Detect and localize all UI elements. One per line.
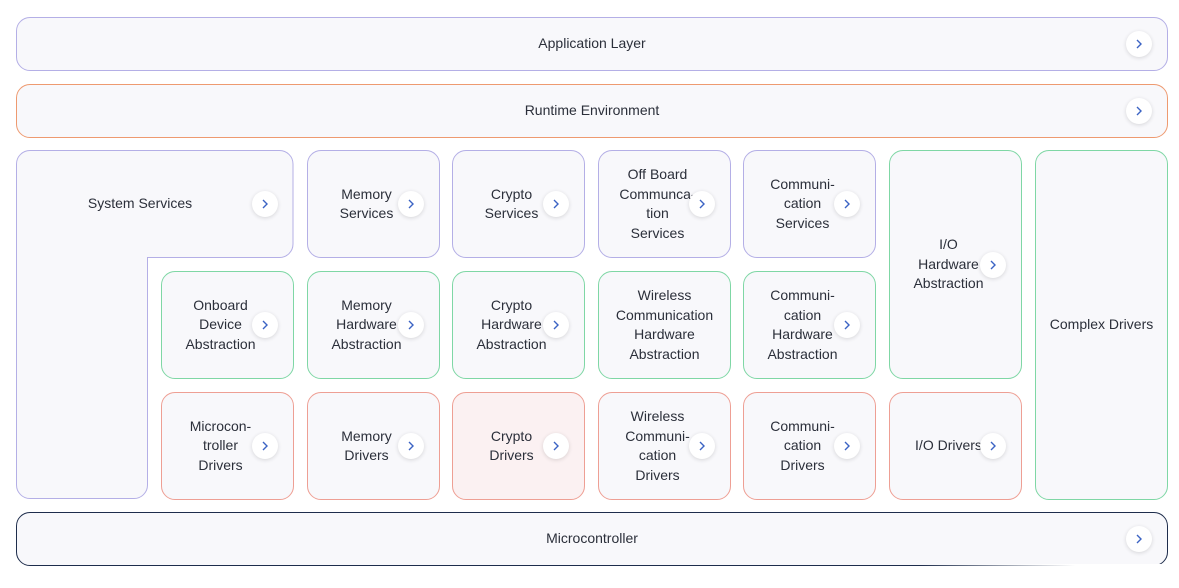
chevron-right-icon[interactable] <box>543 433 569 459</box>
chevron-right-icon[interactable] <box>543 312 569 338</box>
chevron-right-icon[interactable] <box>980 433 1006 459</box>
chevron-right-icon[interactable] <box>1126 31 1152 57</box>
microcontroller-drivers-label: Microcon- troller Drivers <box>189 417 252 473</box>
complex-drivers-label: Complex Drivers <box>1049 316 1154 333</box>
chevron-right-icon[interactable] <box>252 433 278 459</box>
chevron-right-icon[interactable] <box>834 191 860 217</box>
crypto-hardware-abstraction-box[interactable]: Crypto Hardware Abstraction <box>452 271 585 379</box>
wireless-communication-hardware-abstraction-label: Wireless Communication Hardware Abstract… <box>615 287 714 362</box>
chevron-right-icon[interactable] <box>834 312 860 338</box>
chevron-right-icon[interactable] <box>689 433 715 459</box>
io-hardware-abstraction-label: I/O Hardware Abstraction <box>913 236 984 292</box>
microcontroller-drivers-box[interactable]: Microcon- troller Drivers <box>161 392 294 500</box>
communication-drivers-box[interactable]: Communi- cation Drivers <box>743 392 876 500</box>
system-services-box[interactable] <box>16 150 296 502</box>
memory-hardware-abstraction-box[interactable]: Memory Hardware Abstraction <box>307 271 440 379</box>
microcontroller-box[interactable]: Microcontroller <box>16 512 1168 566</box>
application-layer-box[interactable]: Application Layer <box>16 17 1168 71</box>
chevron-right-icon[interactable] <box>980 251 1006 278</box>
bottom-right-fade <box>919 564 1179 588</box>
memory-drivers-box[interactable]: Memory Drivers <box>307 392 440 500</box>
chevron-right-icon[interactable] <box>398 312 424 338</box>
wireless-communication-hardware-abstraction-box[interactable]: Wireless Communication Hardware Abstract… <box>598 271 731 379</box>
runtime-environment-label: Runtime Environment <box>524 102 660 119</box>
chevron-right-icon[interactable] <box>252 191 278 217</box>
application-layer-label: Application Layer <box>538 35 646 52</box>
io-hardware-abstraction-box[interactable]: I/O Hardware Abstraction <box>889 150 1022 379</box>
wireless-communication-drivers-box[interactable]: Wireless Communi- cation Drivers <box>598 392 731 500</box>
communication-hardware-abstraction-box[interactable]: Communi- cation Hardware Abstraction <box>743 271 876 379</box>
chevron-right-icon[interactable] <box>398 191 424 217</box>
onboard-device-abstraction-label: Onboard Device Abstraction <box>185 296 256 352</box>
crypto-drivers-label: Crypto Drivers <box>489 427 534 464</box>
microcontroller-label: Microcontroller <box>546 530 638 547</box>
io-drivers-box[interactable]: I/O Drivers <box>889 392 1022 500</box>
crypto-hardware-abstraction-label: Crypto Hardware Abstraction <box>476 296 547 352</box>
chevron-right-icon[interactable] <box>398 433 424 459</box>
chevron-right-icon[interactable] <box>1126 526 1152 552</box>
communication-services-label: Communi- cation Services <box>770 175 835 231</box>
chevron-right-icon[interactable] <box>543 191 569 217</box>
communication-drivers-label: Communi- cation Drivers <box>770 417 835 473</box>
chevron-right-icon[interactable] <box>1126 98 1152 124</box>
chevron-right-icon[interactable] <box>252 312 278 338</box>
complex-drivers-box[interactable]: Complex Drivers <box>1035 150 1168 500</box>
onboard-device-abstraction-box[interactable]: Onboard Device Abstraction <box>161 271 294 379</box>
chevron-right-icon[interactable] <box>834 433 860 459</box>
wireless-communication-drivers-label: Wireless Communi- cation Drivers <box>625 408 690 483</box>
memory-drivers-label: Memory Drivers <box>341 427 392 464</box>
memory-services-box[interactable]: Memory Services <box>307 150 440 258</box>
memory-hardware-abstraction-label: Memory Hardware Abstraction <box>331 296 402 352</box>
system-services-label: System Services <box>87 195 193 211</box>
runtime-environment-box[interactable]: Runtime Environment <box>16 84 1168 138</box>
communication-hardware-abstraction-label: Communi- cation Hardware Abstraction <box>767 287 838 362</box>
offboard-communication-services-box[interactable]: Off Board Communca- tion Services <box>598 150 731 258</box>
communication-services-box[interactable]: Communi- cation Services <box>743 150 876 258</box>
crypto-drivers-box[interactable]: Crypto Drivers <box>452 392 585 500</box>
offboard-communication-services-label: Off Board Communca- tion Services <box>619 166 696 241</box>
memory-services-label: Memory Services <box>339 185 394 222</box>
crypto-services-label: Crypto Services <box>484 185 539 222</box>
io-drivers-label: I/O Drivers <box>915 437 982 454</box>
crypto-services-box[interactable]: Crypto Services <box>452 150 585 258</box>
chevron-right-icon[interactable] <box>689 191 715 217</box>
